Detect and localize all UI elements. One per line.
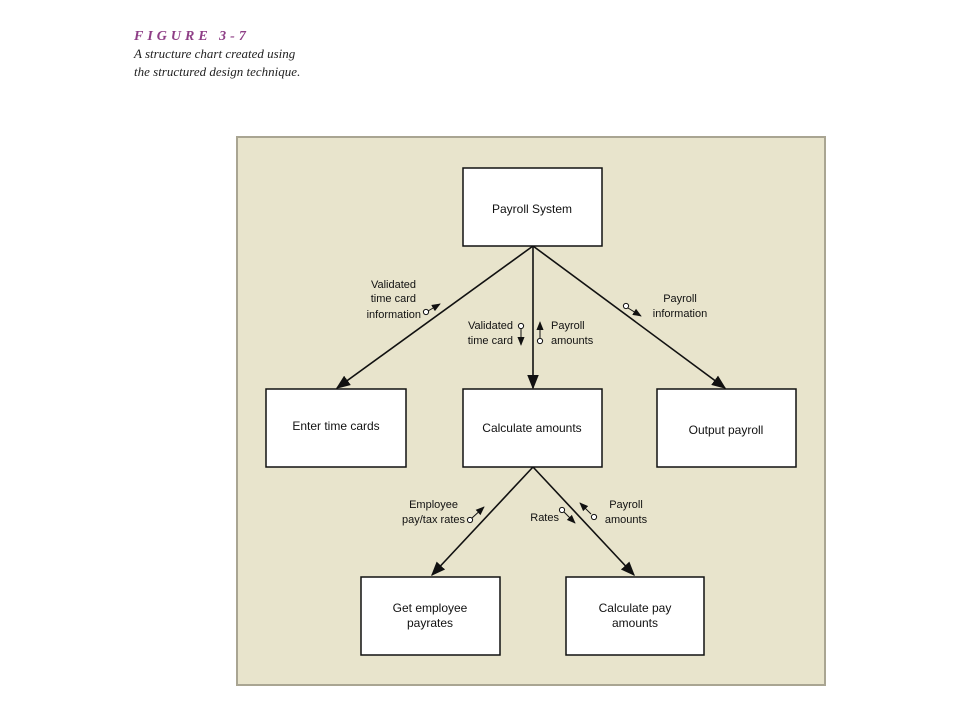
node-calculate-amounts: Calculate amounts bbox=[462, 388, 603, 468]
data-couple-payroll-information: Payroll information bbox=[622, 293, 707, 320]
data-couple-payroll-amounts-right: Payroll amounts bbox=[579, 499, 648, 526]
data-couple-employee-pay-tax-rates: Employee pay/tax rates bbox=[402, 499, 485, 526]
edge-calculate-to-calc-pay bbox=[532, 466, 635, 577]
svg-text:time card: time card bbox=[371, 293, 416, 305]
data-couple-validated-time-card-info: Validated time card information bbox=[367, 279, 441, 321]
svg-text:Calculate amounts: Calculate amounts bbox=[482, 421, 581, 435]
data-couple-rates: Rates bbox=[530, 506, 576, 524]
svg-text:Calculate pay: Calculate pay bbox=[599, 601, 672, 615]
svg-text:payrates: payrates bbox=[407, 616, 453, 630]
svg-text:Payroll: Payroll bbox=[551, 320, 585, 332]
node-enter-time-cards: Enter time cards bbox=[265, 388, 407, 468]
svg-text:information: information bbox=[367, 309, 421, 321]
edge-payroll-to-output bbox=[532, 245, 727, 389]
svg-text:amounts: amounts bbox=[551, 335, 594, 347]
node-output-payroll: Output payroll bbox=[656, 388, 797, 468]
svg-text:amounts: amounts bbox=[612, 616, 658, 630]
figure-description: A structure chart created using the stru… bbox=[134, 46, 301, 79]
svg-text:information: information bbox=[653, 308, 707, 320]
svg-text:Payroll: Payroll bbox=[663, 293, 697, 305]
svg-text:Payroll: Payroll bbox=[609, 499, 643, 511]
svg-text:Validated: Validated bbox=[371, 279, 416, 291]
svg-text:Rates: Rates bbox=[530, 512, 559, 524]
svg-text:Enter time cards: Enter time cards bbox=[292, 419, 379, 433]
node-calculate-pay-amounts: Calculate pay amounts bbox=[565, 576, 705, 656]
svg-text:Get employee: Get employee bbox=[393, 601, 468, 615]
node-payroll-system: Payroll System bbox=[462, 167, 603, 247]
svg-text:Payroll System: Payroll System bbox=[492, 202, 572, 216]
edge-payroll-to-enter bbox=[335, 245, 534, 389]
edge-calculate-to-get-payrates bbox=[431, 466, 534, 577]
svg-text:Employee: Employee bbox=[409, 499, 458, 511]
figure-caption: FIGURE 3-7 A structure chart created usi… bbox=[134, 28, 334, 81]
data-couple-payroll-amounts-up: Payroll amounts bbox=[536, 320, 594, 347]
svg-text:pay/tax rates: pay/tax rates bbox=[402, 514, 465, 526]
node-get-employee-payrates: Get employee payrates bbox=[360, 576, 501, 656]
svg-text:Validated: Validated bbox=[468, 320, 513, 332]
data-couple-validated-time-card: Validated time card bbox=[468, 320, 525, 347]
svg-text:time card: time card bbox=[468, 335, 513, 347]
svg-text:amounts: amounts bbox=[605, 514, 648, 526]
svg-text:Output payroll: Output payroll bbox=[689, 423, 764, 437]
figure-label: FIGURE 3-7 bbox=[134, 29, 250, 44]
